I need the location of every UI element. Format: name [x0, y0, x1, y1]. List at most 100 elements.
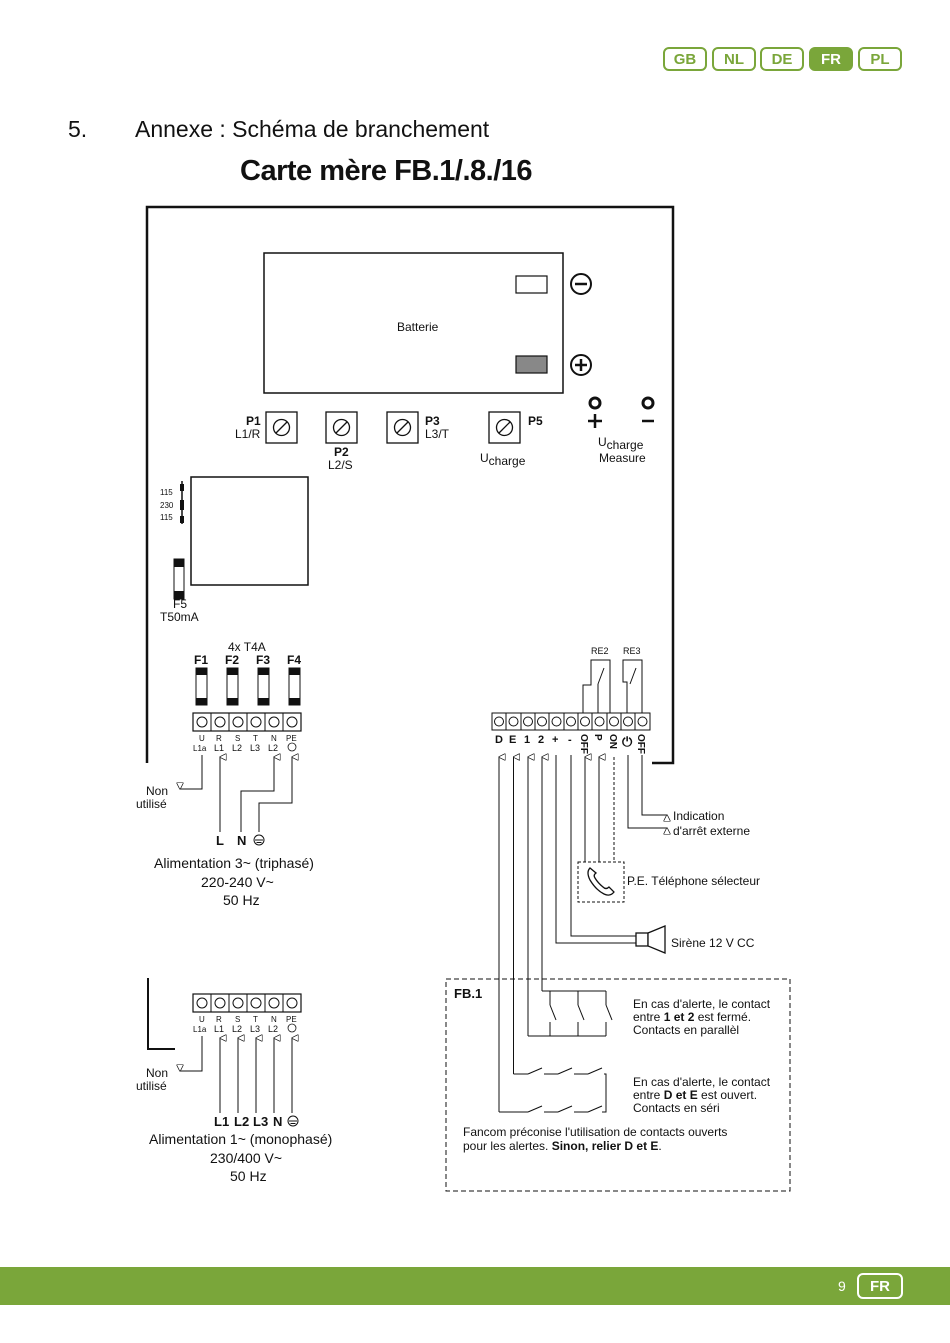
power-terminal-labels-bottom: U R S T N PE L1a L1 L2 L3 L2	[193, 1015, 297, 1034]
phone-label: P.E. Téléphone sélecteur	[627, 874, 760, 888]
svg-text:L1: L1	[214, 1024, 224, 1034]
pot-p5-label: P5	[528, 414, 543, 428]
svg-text:L1a: L1a	[193, 1025, 207, 1034]
plus-sign-icon	[588, 414, 602, 428]
measure-label: Measure	[599, 451, 646, 465]
phone-box	[577, 861, 625, 903]
wire-l3-label: L3	[253, 1114, 268, 1129]
svg-text:PE: PE	[286, 734, 297, 743]
fuse-f2	[226, 667, 239, 706]
svg-text:P: P	[592, 734, 603, 741]
pot-p5	[488, 411, 521, 444]
telephone-icon	[587, 867, 615, 896]
indication-label-1: Indication	[673, 809, 724, 823]
footer-language-tab[interactable]: FR	[857, 1273, 903, 1299]
fuse-f3-label: F3	[256, 653, 270, 667]
pot-p1-sub: L1/R	[235, 427, 261, 441]
voltage-230: 230	[160, 501, 174, 510]
main-title: Carte mère FB.1/.8./16	[240, 155, 533, 187]
fb1-box	[445, 978, 791, 1192]
svg-text:R: R	[216, 1015, 222, 1024]
siren-icon	[635, 925, 666, 954]
parallel-text-1: En cas d'alerte, le contact	[633, 997, 771, 1011]
fb1-title: FB.1	[454, 986, 482, 1001]
section-title: Annexe : Schéma de branchement	[135, 116, 490, 142]
lang-tab-de[interactable]: DE	[760, 47, 804, 71]
svg-text:L3: L3	[250, 1024, 260, 1034]
earth-icon	[287, 1023, 297, 1033]
three-phase-line1: Alimentation 3~ (triphasé)	[154, 855, 314, 871]
relay-terminal-block	[491, 712, 651, 731]
non-utilise-label-b-2: utilisé	[136, 1079, 167, 1093]
voltage-115-bottom: 115	[160, 513, 173, 522]
svg-text:D: D	[495, 734, 503, 746]
plus-circle-icon	[570, 354, 592, 376]
earth-icon	[253, 834, 265, 846]
svg-text:S: S	[235, 734, 240, 743]
pot-p2-label: P2	[334, 445, 349, 459]
parallel-text-3: Contacts en parallèl	[633, 1023, 739, 1037]
pot-p1	[265, 411, 298, 444]
relay-re2	[582, 659, 611, 713]
svg-text:PE: PE	[286, 1015, 297, 1024]
svg-text:OFF: OFF	[635, 734, 646, 754]
fuse-f5-label: F5	[173, 597, 187, 611]
svg-text:⏻: ⏻	[622, 734, 633, 749]
non-utilise-label-2: utilisé	[136, 797, 167, 811]
svg-text:ON: ON	[607, 734, 618, 749]
lang-tab-nl[interactable]: NL	[712, 47, 756, 71]
wire-n-label-b: N	[273, 1114, 282, 1129]
earth-icon	[287, 1115, 299, 1127]
svg-text:OFF: OFF	[578, 734, 589, 754]
serial-text-2: entre D et E est ouvert.	[633, 1088, 757, 1102]
footer-bar	[0, 1267, 950, 1305]
single-phase-line1: Alimentation 1~ (monophasé)	[149, 1131, 332, 1147]
fuse-f3	[257, 667, 270, 706]
svg-text:T: T	[253, 1015, 258, 1024]
fb1-note-2: pour les alertes. Sinon, relier D et E.	[463, 1139, 662, 1153]
pot-p3-label: P3	[425, 414, 440, 428]
wire-l1-label: L1	[214, 1114, 229, 1129]
battery-pos-terminal	[515, 355, 548, 374]
pot-p2-sub: L2/S	[328, 458, 353, 472]
svg-text:+: +	[552, 734, 558, 746]
svg-text:2: 2	[538, 734, 544, 746]
svg-text:R: R	[216, 734, 222, 743]
svg-text:L2: L2	[268, 743, 278, 753]
serial-text-3: Contacts en séri	[633, 1101, 720, 1115]
svg-text:L2: L2	[268, 1024, 278, 1034]
wire-l-label: L	[216, 833, 224, 848]
fuse-f1-label: F1	[194, 653, 208, 667]
relay-re3	[622, 659, 643, 713]
section-number: 5.	[68, 116, 88, 142]
page-number: 9	[838, 1278, 846, 1294]
measure-minus-terminal	[641, 396, 655, 410]
battery-neg-terminal	[515, 275, 548, 294]
lang-tab-pl[interactable]: PL	[858, 47, 902, 71]
svg-text:-: -	[568, 734, 572, 746]
siren-label: Sirène 12 V CC	[671, 936, 755, 950]
three-phase-line2: 220-240 V~	[201, 874, 274, 890]
lang-tab-fr[interactable]: FR	[809, 47, 853, 71]
three-phase-line3: 50 Hz	[223, 892, 260, 908]
svg-text:N: N	[271, 734, 277, 743]
svg-text:L1a: L1a	[193, 744, 207, 753]
fuse-f2-label: F2	[225, 653, 239, 667]
battery-box	[263, 252, 564, 394]
board-outline	[145, 205, 675, 765]
power-terminal-labels-top: U R S T N PE L1a L1 L2 L3 L2	[193, 734, 297, 753]
serial-text-1: En cas d'alerte, le contact	[633, 1075, 771, 1089]
wire-n-label: N	[237, 833, 246, 848]
pot-p3-sub: L3/T	[425, 427, 450, 441]
single-phase-line3: 50 Hz	[230, 1168, 267, 1184]
wire-non-utilise	[180, 755, 203, 789]
svg-text:N: N	[271, 1015, 277, 1024]
svg-text:1: 1	[524, 734, 530, 746]
parallel-contacts	[528, 990, 613, 1037]
svg-text:U: U	[199, 1015, 205, 1024]
non-utilise-label-b: Non	[146, 1066, 168, 1080]
lang-tab-gb[interactable]: GB	[663, 47, 707, 71]
single-phase-line2: 230/400 V~	[210, 1150, 282, 1166]
svg-text:T: T	[253, 734, 258, 743]
